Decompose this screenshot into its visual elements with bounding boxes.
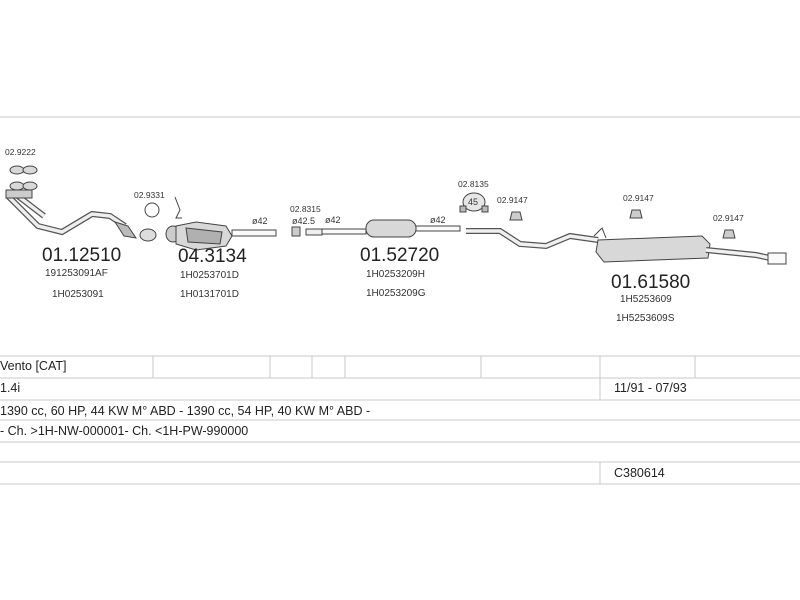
- hanger-icons: [509, 209, 736, 239]
- part3-ref-2: 1H0253209G: [366, 288, 426, 299]
- part2-diameter: ø42: [252, 216, 268, 226]
- part2-small-code: 02.9331: [134, 190, 165, 200]
- catalytic-converter: [144, 196, 277, 251]
- chassis-row: - Ch. >1H-NW-000001- Ch. <1H-PW-990000: [0, 424, 249, 438]
- part1-small-code: 02.9222: [5, 147, 36, 157]
- front-pipe: [5, 165, 157, 242]
- clamp-icon: [291, 226, 301, 237]
- part4-small-code: 02.8135: [458, 179, 489, 189]
- model-cell: Vento [CAT]: [0, 359, 67, 373]
- gasket-rings: [9, 165, 38, 191]
- middle-silencer: [291, 219, 461, 238]
- part3-diameter-right: ø42: [430, 215, 446, 225]
- part1-ref-2: 1H0253091: [52, 289, 104, 300]
- gasket-icon: [144, 202, 160, 218]
- clamp-45-icon: [459, 192, 489, 213]
- engine-cell: 1.4i: [0, 381, 21, 395]
- part5-ref-1: 1H5253609: [620, 294, 672, 305]
- part3-clamp-diameter: ø42.5: [292, 216, 315, 226]
- part5-hanger-code-1: 02.9147: [497, 195, 528, 205]
- part4-badge: 45: [468, 197, 478, 207]
- part3-small-code: 02.8315: [290, 204, 321, 214]
- part2-ref-1: 1H0253701D: [180, 270, 239, 281]
- part2-ref-2: 1H0131701D: [180, 289, 239, 300]
- date-range-cell: 11/91 - 07/93: [614, 381, 687, 395]
- part5-hanger-code-3: 02.9147: [713, 213, 744, 223]
- table-grid: [0, 116, 800, 485]
- part1-main-code: 01.12510: [42, 245, 121, 266]
- part5-ref-2: 1H5253609S: [616, 313, 675, 324]
- part5-hanger-code-2: 02.9147: [623, 193, 654, 203]
- part3-diameter-left: ø42: [325, 215, 341, 225]
- part1-ref-1: 191253091AF: [45, 268, 108, 279]
- rear-silencer: [466, 209, 787, 265]
- part3-main-code: 01.52720: [360, 245, 439, 266]
- flex-coupling: [113, 221, 157, 242]
- bracket-icon: [174, 196, 182, 219]
- catalog-code-cell: C380614: [614, 466, 665, 480]
- part2-main-code: 04.3134: [178, 246, 247, 267]
- part5-main-code: 01.61580: [611, 272, 690, 293]
- part3-ref-1: 1H0253209H: [366, 269, 425, 280]
- engine-details-row: 1390 cc, 60 HP, 44 KW M° ABD - 1390 cc, …: [0, 404, 371, 418]
